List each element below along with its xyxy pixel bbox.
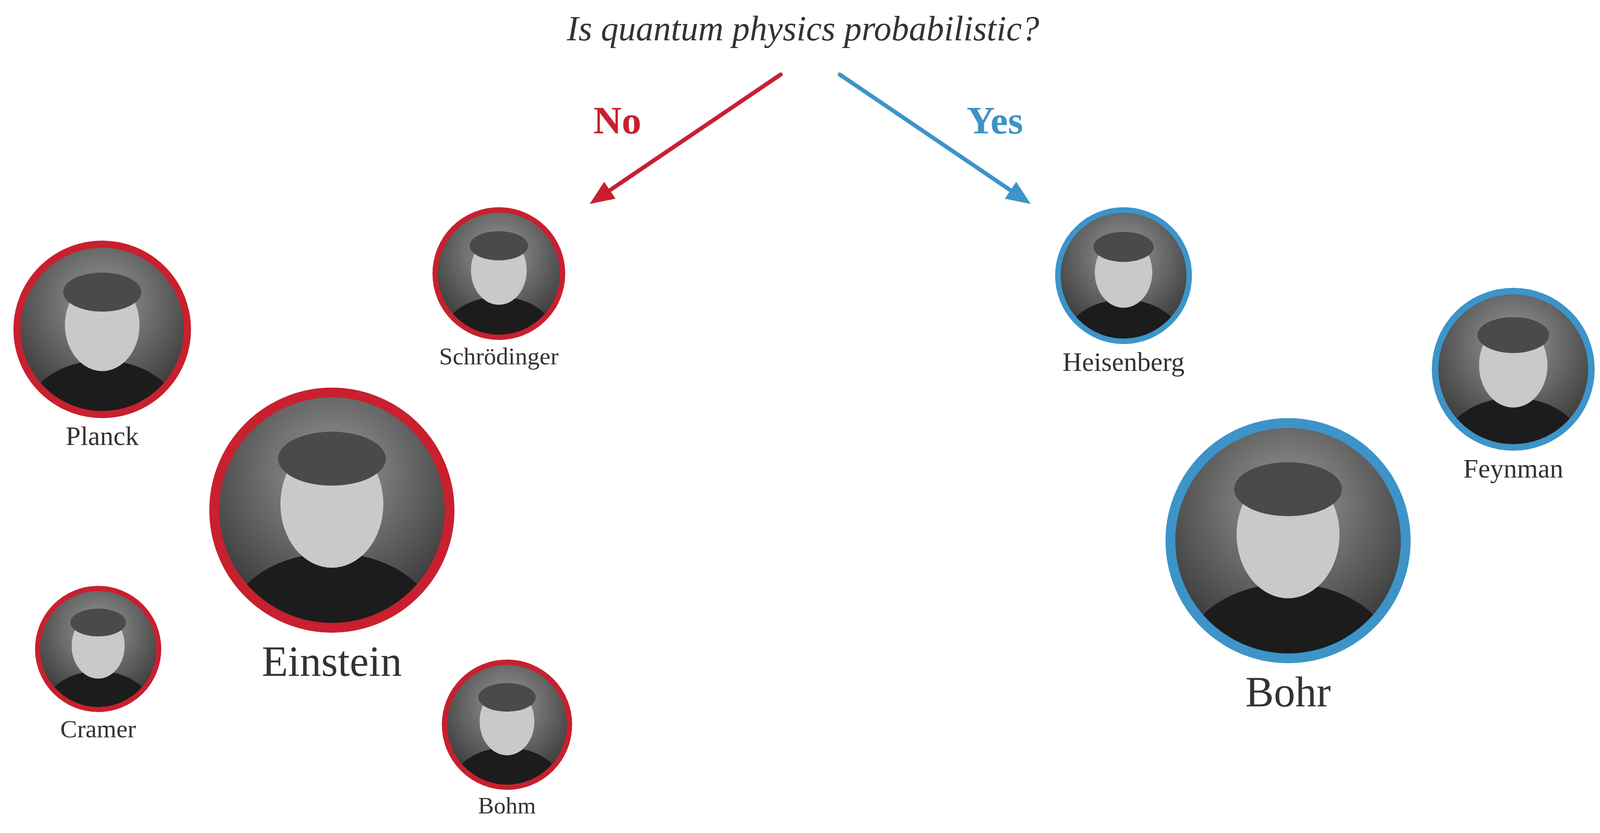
portrait-node: Planck xyxy=(13,240,191,452)
portrait-node: Bohr xyxy=(1165,418,1411,716)
person-name: Bohm xyxy=(478,792,536,819)
portrait-circle xyxy=(1165,418,1411,664)
portrait-circle xyxy=(1431,287,1595,451)
person-name: Cramer xyxy=(60,715,137,743)
person-name: Schrödinger xyxy=(438,342,559,370)
portrait-circle xyxy=(441,659,573,791)
portrait-circle xyxy=(1055,207,1192,345)
person-name: Bohr xyxy=(1245,668,1331,716)
person-name: Feynman xyxy=(1463,454,1564,484)
yes-label: Yes xyxy=(966,98,1024,143)
portrait-node: Feynman xyxy=(1431,287,1595,484)
portrait-node: Heisenberg xyxy=(1055,207,1192,378)
portrait-node: Schrödinger xyxy=(432,207,566,370)
portrait-node: Cramer xyxy=(35,586,162,743)
portrait-circle xyxy=(13,240,191,419)
person-name: Heisenberg xyxy=(1062,347,1185,378)
no-label: No xyxy=(593,98,641,143)
yes-arrow-head xyxy=(1004,182,1031,205)
person-name: Einstein xyxy=(261,638,402,686)
no-arrow-head xyxy=(589,182,616,205)
question-title: Is quantum physics probabilistic? xyxy=(566,9,1040,49)
portrait-node: Einstein xyxy=(209,387,455,686)
portrait-circle xyxy=(432,207,566,341)
portrait-circle xyxy=(209,387,455,633)
portrait-circle xyxy=(35,586,162,713)
portrait-node: Bohm xyxy=(441,659,573,819)
person-name: Planck xyxy=(65,421,139,452)
